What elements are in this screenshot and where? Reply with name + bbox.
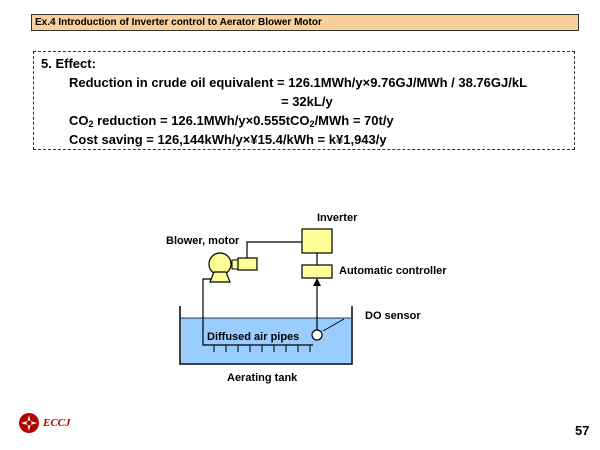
crude-oil-formula: Reduction in crude oil equivalent = 126.… (69, 75, 528, 90)
motor-box (237, 257, 258, 271)
blower-icon (208, 252, 239, 283)
effect-heading: 5. Effect: (41, 56, 96, 71)
page-number: 57 (575, 423, 590, 438)
co2-formula: CO2 reduction = 126.1MWh/y×0.555tCO2/MWh… (69, 113, 394, 129)
inverter-label: Inverter (317, 212, 358, 224)
diffused-air-pipes-label: Diffused air pipes (207, 331, 300, 343)
automatic-controller-box (301, 264, 333, 279)
motor-to-inverter-line (246, 241, 302, 258)
effect-box (33, 51, 575, 150)
signal-arrowhead (313, 278, 321, 286)
blower-motor-label: Blower, motor (166, 235, 240, 247)
do-sensor-icon (311, 329, 323, 341)
eccj-logo-icon (19, 413, 39, 433)
eccj-logo: ECCJ (18, 412, 71, 434)
do-sensor-pointer (322, 318, 345, 332)
crude-oil-result: = 32kL/y (281, 94, 333, 109)
automatic-controller-label: Automatic controller (339, 265, 447, 277)
diffuser-ticks (213, 345, 311, 352)
aerating-tank-water (181, 318, 351, 363)
slide-title: Ex.4 Introduction of Inverter control to… (31, 14, 579, 31)
cost-saving-formula: Cost saving = 126,144kWh/y×¥15.4/kWh = k… (69, 132, 387, 147)
aerating-tank-label: Aerating tank (227, 372, 298, 384)
inverter-box (301, 228, 333, 254)
eccj-logo-text: ECCJ (43, 417, 71, 429)
aerating-tank-wall (179, 306, 353, 365)
do-sensor-label: DO sensor (365, 310, 421, 322)
